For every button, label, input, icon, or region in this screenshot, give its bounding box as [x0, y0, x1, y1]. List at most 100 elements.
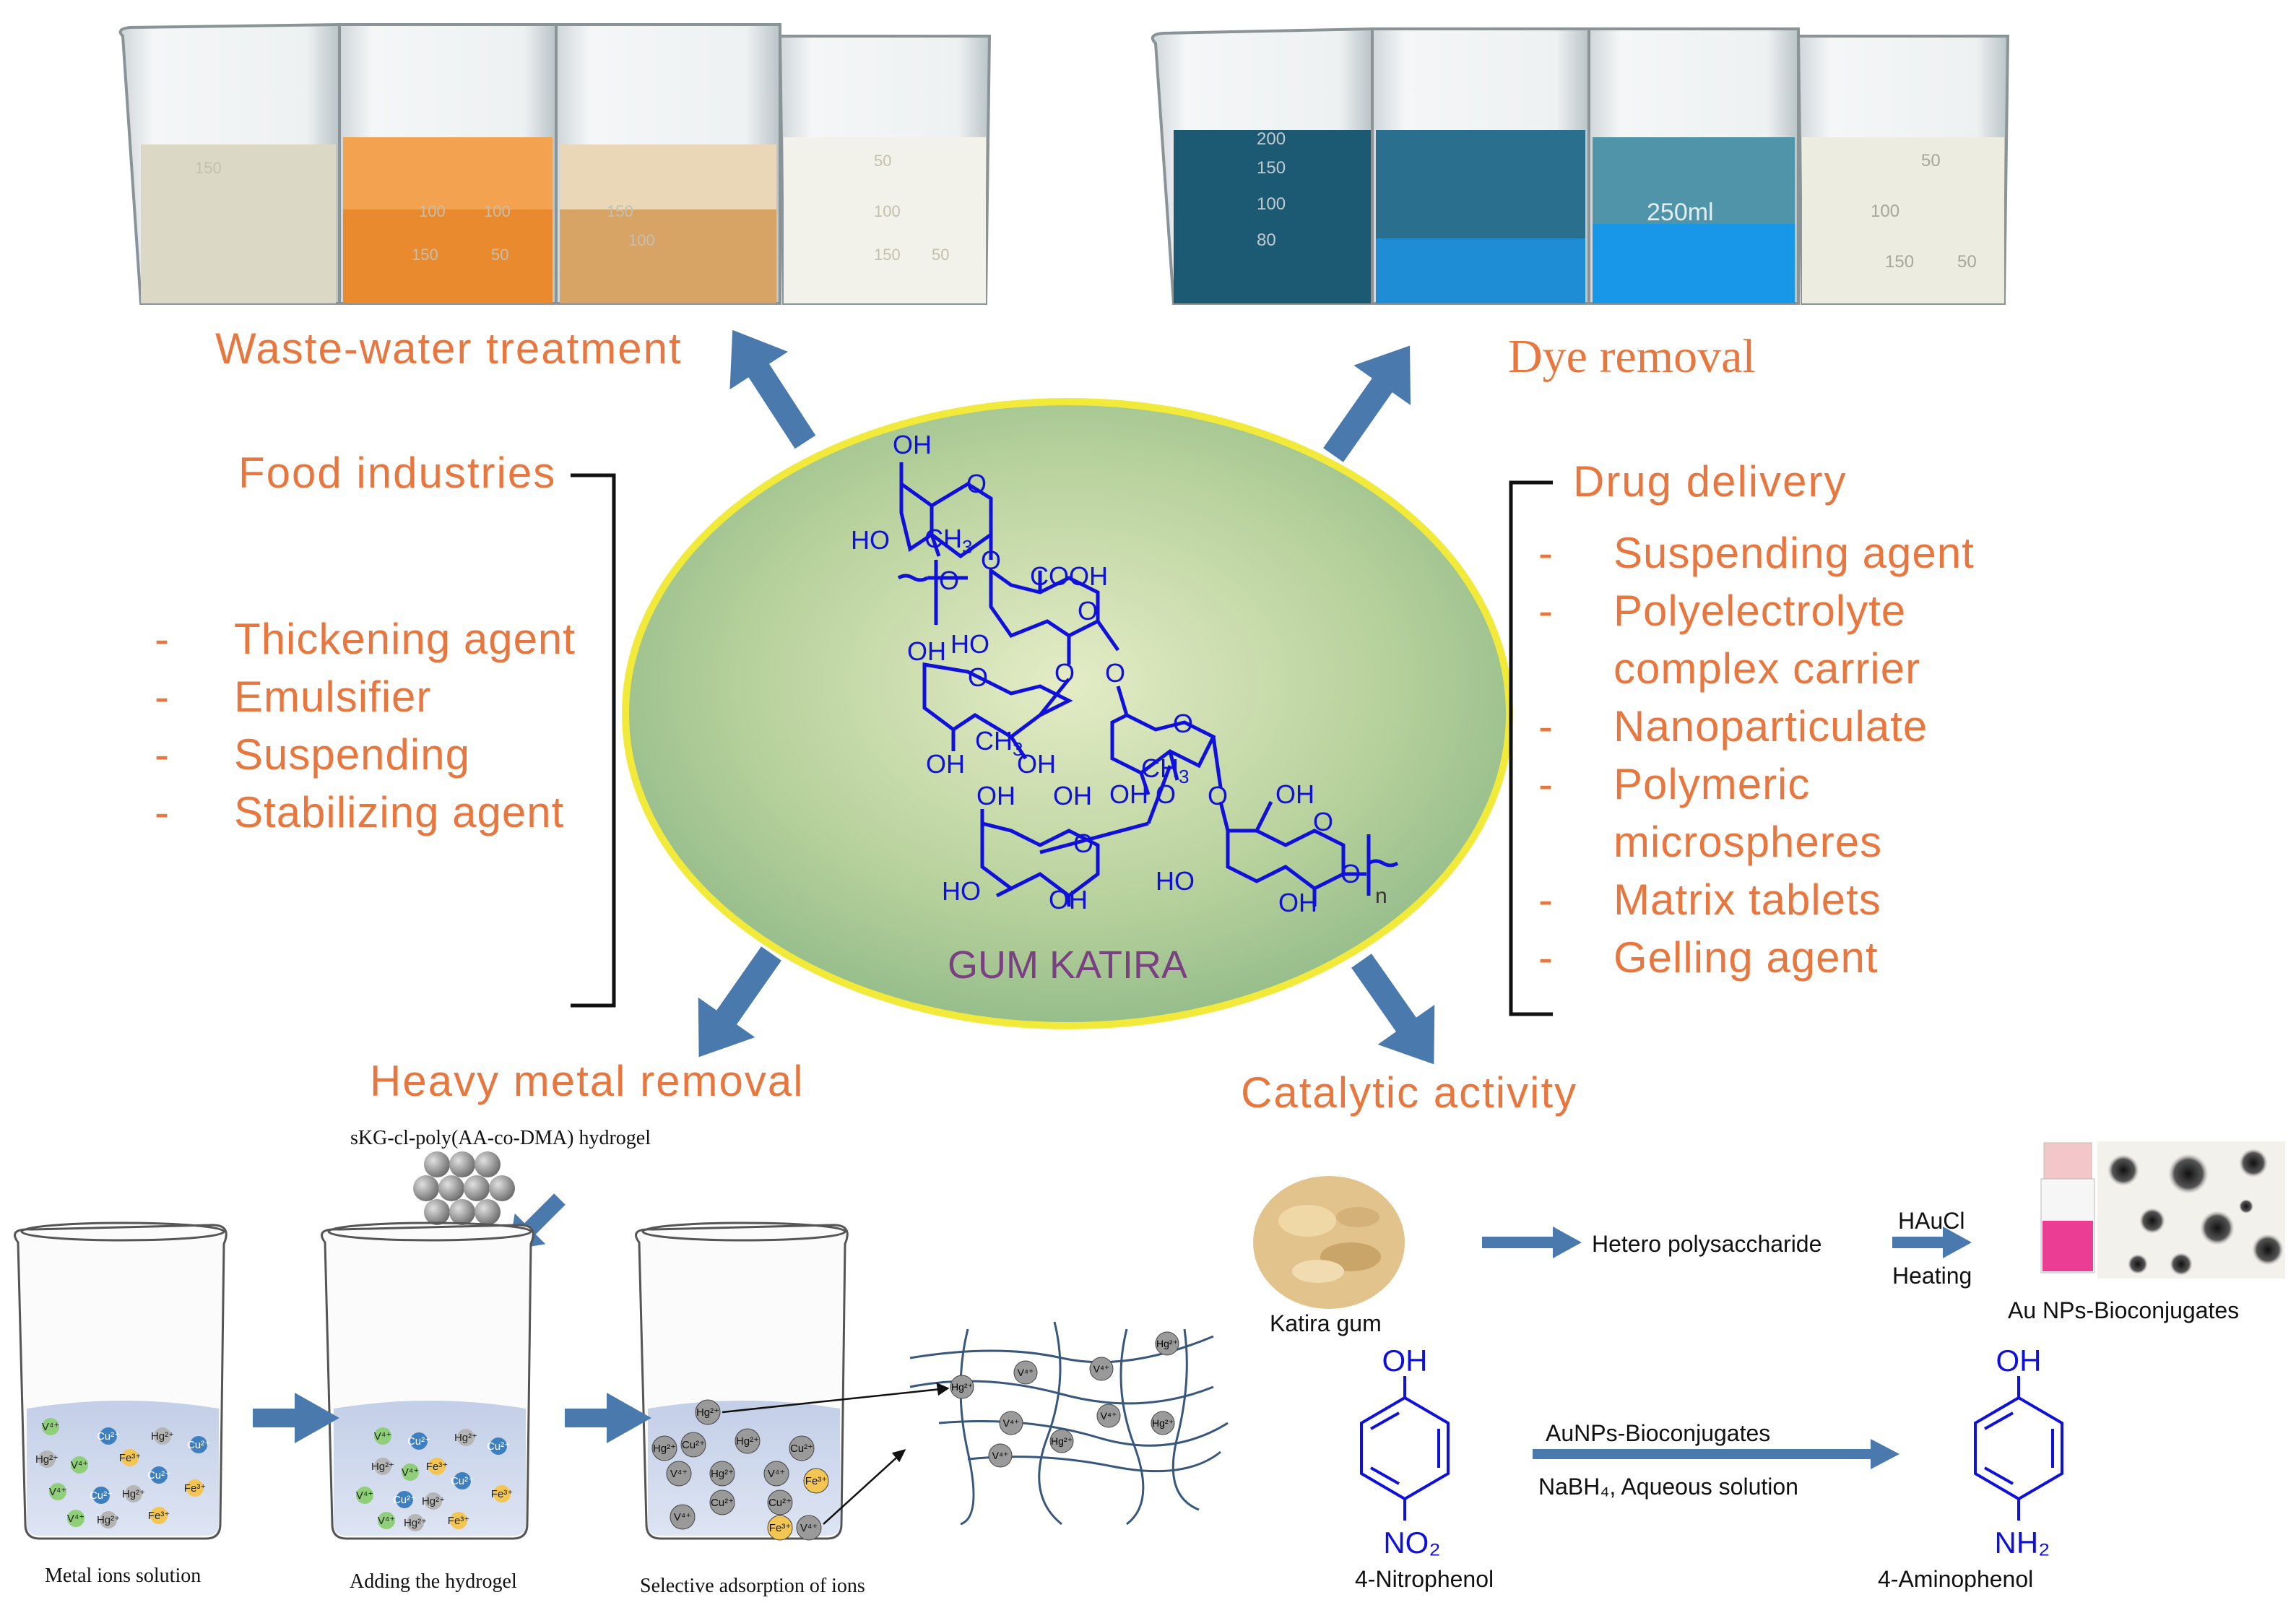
ion-hg: Hg²⁺ — [696, 1406, 719, 1419]
oh-label: OH — [1278, 888, 1317, 917]
ion-fe: Fe³⁺ — [119, 1452, 141, 1464]
cooh-label: COOH — [1030, 561, 1108, 591]
drug-list: -Suspending agent -Polyelectrolyte compl… — [1538, 524, 2044, 987]
food-list: -Thickening agent -Emulsifier -Suspendin… — [155, 610, 617, 842]
mark-text: 150 — [1257, 158, 1286, 178]
drug-item: -Polyelectrolyte — [1538, 587, 1907, 635]
katira-gum-label: Katira gum — [1270, 1310, 1382, 1336]
o-label: O — [1340, 859, 1361, 888]
ion-cu: Cu²⁺ — [790, 1443, 813, 1455]
ion-hg: Hg²⁺ — [1051, 1435, 1073, 1447]
ch3-label: CH3 — [924, 524, 972, 558]
o-label: O — [966, 469, 987, 498]
n-label: n — [1375, 884, 1387, 908]
ion-cu: Cu²⁺ — [97, 1430, 120, 1443]
ion-v: V⁴⁺ — [992, 1450, 1009, 1461]
ion-hg: Hg²⁺ — [97, 1514, 120, 1526]
ion-v: V⁴⁺ — [378, 1515, 395, 1527]
beaker-1 — [118, 22, 341, 305]
catalytic-title: Catalytic activity — [1241, 1068, 1578, 1117]
oh-label: OH — [1017, 749, 1056, 779]
caption-metal-ions: Metal ions solution — [45, 1565, 202, 1587]
ion-hg: Hg²⁺ — [1152, 1417, 1174, 1429]
drug-bracket — [1509, 480, 1553, 1016]
mark-text: 150 — [874, 246, 901, 264]
oh-label: OH — [1275, 779, 1314, 809]
ion-v: V⁴⁺ — [768, 1468, 785, 1480]
hydrogel-label: sKG-cl-poly(AA-co-DMA) hydrogel — [350, 1127, 651, 1149]
o-label: O — [981, 545, 1001, 575]
oh-label: OH — [926, 749, 965, 779]
mark-text: 100 — [1257, 194, 1286, 214]
mark-text: 150 — [195, 159, 222, 177]
mark-text: 100 — [484, 202, 511, 220]
ion-hg: Hg²⁺ — [35, 1453, 59, 1466]
mark-text: 50 — [1957, 252, 1977, 272]
mark-text: 150 — [607, 202, 633, 220]
mark-text: 100 — [628, 231, 655, 249]
drug-item: -Nanoparticulate — [1538, 702, 1928, 751]
caption-selective-adsorption: Selective adsorption of ions — [640, 1575, 865, 1597]
food-item: -Suspending — [155, 730, 470, 779]
pointer-arrows — [722, 1382, 950, 1525]
arrows — [698, 329, 1435, 1065]
ion-v: V⁴⁺ — [1003, 1417, 1020, 1429]
o-label: O — [1156, 779, 1176, 809]
dye-beaker-3 — [1587, 27, 1800, 305]
ion-hg: Hg²⁺ — [1156, 1338, 1178, 1349]
dye-beaker-4 — [1796, 35, 2010, 305]
mark-text: 150 — [1885, 252, 1914, 272]
aminophenol-name: 4-Aminophenol — [1878, 1566, 2034, 1592]
ch3-text: CH — [975, 726, 1013, 756]
ion-cu: Cu²⁺ — [407, 1435, 430, 1448]
ion-fe: Fe³⁺ — [805, 1475, 827, 1487]
ion-v: V⁴⁺ — [402, 1466, 419, 1479]
ch3-label: CH3 — [1141, 753, 1189, 787]
oh-label: OH — [1049, 885, 1088, 914]
dye-beaker-2 — [1371, 27, 1590, 305]
ion-fe: Fe³⁺ — [426, 1461, 448, 1473]
ion-v: V⁴⁺ — [356, 1489, 373, 1502]
polysaccharide-structure — [897, 462, 1399, 907]
waste-water-beakers: 150 100 100 150 50 150 100 50 100 150 50 — [118, 22, 992, 305]
food-item: -Thickening agent — [155, 615, 576, 663]
nitrophenol-ring — [1360, 1376, 1450, 1521]
structure-labels: OH O HO CH3 O O COOH O OH HO O O O O CH3… — [851, 430, 1387, 917]
ch3-sub: 3 — [1013, 738, 1023, 760]
au-vial — [2040, 1142, 2095, 1273]
aminophenol-ring — [1974, 1376, 2063, 1521]
ion-cu: Cu²⁺ — [768, 1497, 792, 1509]
oh-label: OH — [907, 636, 946, 666]
ion-v: V⁴⁺ — [1018, 1367, 1034, 1378]
hydrogel-network — [909, 1321, 1229, 1526]
ion-hg: Hg²⁺ — [151, 1430, 174, 1443]
drug-item: -Polymeric — [1538, 760, 1811, 808]
mark-text: 100 — [1871, 202, 1899, 221]
ion-hg: Hg²⁺ — [422, 1495, 445, 1508]
nitrophenol-name: 4-Nitrophenol — [1355, 1566, 1494, 1592]
o-label: O — [1173, 709, 1193, 738]
drug-item: -Suspending agent — [1538, 529, 1975, 577]
mark-text: 250ml — [1647, 199, 1714, 226]
ion-v: V⁴⁺ — [674, 1511, 691, 1523]
food-item: -Stabilizing agent — [155, 788, 565, 836]
food-title: Food industries — [238, 449, 557, 497]
ion-hg: Hg²⁺ — [653, 1443, 676, 1455]
ion-cu: Cu²⁺ — [711, 1497, 734, 1509]
o-label: O — [968, 662, 988, 692]
beaker-4 — [778, 35, 992, 305]
caption-adding-hydrogel: Adding the hydrogel — [350, 1570, 517, 1593]
ch3-sub: 3 — [962, 536, 972, 558]
beaker-2 — [338, 23, 558, 305]
ion-cu: Cu²⁺ — [147, 1469, 170, 1482]
dye-beaker-1 — [1151, 27, 1374, 305]
ions: V⁴⁺ Cu²⁺ Hg²⁺ Cu²⁺ Hg²⁺ V⁴⁺ Fe³⁺ Cu²⁺ V⁴… — [35, 1399, 829, 1541]
ch3-text: CH — [1141, 753, 1179, 783]
waste-water-title: Waste-water treatment — [215, 324, 683, 373]
ion-fe: Fe³⁺ — [448, 1515, 469, 1527]
o-label: O — [1078, 596, 1098, 626]
beaker-3 — [555, 23, 781, 305]
network-ions: Hg²⁺ V⁴⁺ V⁴⁺ Hg²⁺ V⁴⁺ V⁴⁺ Hg²⁺ V⁴⁺ Hg²⁺ — [950, 1331, 1179, 1468]
mark-text: 50 — [874, 152, 891, 170]
